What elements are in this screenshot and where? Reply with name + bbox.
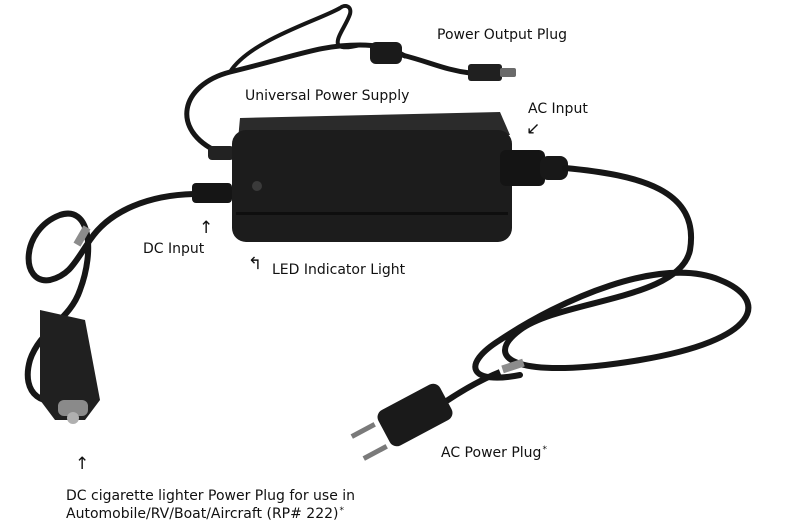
dc-lighter-plug-spring <box>58 400 88 416</box>
ac-power-plug <box>377 383 453 447</box>
label-led-indicator-light: LED Indicator Light <box>272 262 406 278</box>
dc-output-cable-loop <box>228 4 362 74</box>
label-universal-power-supply: Universal Power Supply <box>245 88 410 104</box>
ferrite-bead <box>370 42 402 64</box>
label-dc-plug-line2-text: Automobile/RV/Boat/Aircraft (RP# 222) <box>66 506 339 522</box>
ac-cable <box>472 165 752 381</box>
led-indicator <box>252 181 262 191</box>
ac-connector-strain-relief <box>540 156 568 180</box>
ac-input-connector <box>500 150 545 186</box>
ac-input-arrow-icon: ↙ <box>526 119 541 139</box>
label-ac-power-plug-text: AC Power Plug <box>441 445 542 461</box>
dc-plug-footnote-mark: * <box>339 506 344 516</box>
label-dc-plug-line2: Automobile/RV/Boat/Aircraft (RP# 222)* <box>66 506 344 523</box>
ac-cable-label-band <box>501 358 525 374</box>
ac-plug-prong-2 <box>362 444 388 461</box>
output-cable-end <box>401 52 471 76</box>
ac-power-plug-footnote-mark: * <box>542 445 547 455</box>
dc-input-cable <box>24 191 197 404</box>
dc-lighter-plug <box>40 310 100 420</box>
supply-body <box>232 130 512 242</box>
dc-input-arrow-icon: ↑ <box>199 218 214 238</box>
ac-cable-to-plug <box>443 369 502 405</box>
label-power-output-plug: Power Output Plug <box>437 27 567 43</box>
ac-plug-prong-1 <box>350 422 376 439</box>
label-dc-input: DC Input <box>143 241 205 257</box>
dc-plug-arrow-icon: ↑ <box>75 454 90 474</box>
output-plug-tip <box>500 68 516 77</box>
label-ac-power-plug: AC Power Plug* <box>441 445 547 462</box>
label-ac-input: AC Input <box>528 101 588 117</box>
power-output-plug <box>468 64 502 81</box>
supply-body-seam <box>236 212 508 215</box>
label-dc-plug-line1: DC cigarette lighter Power Plug for use … <box>66 488 356 504</box>
output-cable-strain-relief <box>208 146 234 160</box>
dc-cable-label-band <box>73 225 91 247</box>
dc-input-connector <box>192 183 232 203</box>
led-arrow-icon: ↰ <box>248 254 263 274</box>
dc-lighter-plug-tip <box>67 412 79 424</box>
